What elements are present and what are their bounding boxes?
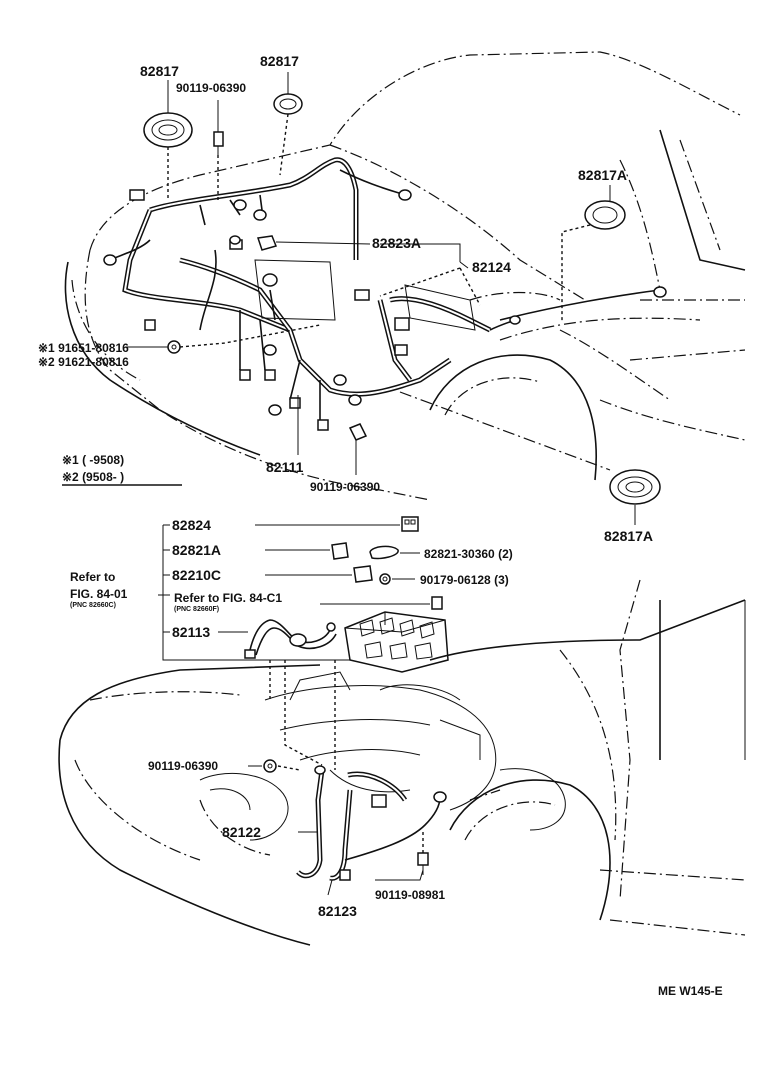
label-82123: 82123 [318, 903, 357, 919]
cover-82210C-icon [353, 565, 373, 583]
bolt-90119-bottom-icon [348, 423, 368, 441]
bolt-90119-top-icon [213, 131, 224, 155]
label-82817A-lower: 82817A [604, 528, 653, 544]
label-90179-06128: 90179-06128 (3) [420, 573, 509, 587]
grommet-82817-left-icon [143, 112, 193, 148]
label-ref1-91651: ※1 91651-80816 [38, 341, 129, 355]
labels: 82817 90119-06390 82817 82817A 82823A 82… [38, 53, 723, 998]
label-90119-06390-bottom: 90119-06390 [310, 480, 380, 494]
refer-left-line2: FIG. 84-01 [70, 587, 128, 601]
screw-91651-icon [167, 340, 181, 354]
clamp-82823A-icon [257, 235, 278, 251]
label-90119-06390-lower: 90119-06390 [148, 759, 218, 773]
label-90119-06390-top: 90119-06390 [176, 81, 246, 95]
cable-82113-icon [244, 619, 337, 659]
grommet-82817A-lower-icon [609, 469, 661, 505]
label-82817-top: 82817 [260, 53, 299, 69]
label-82821-30360: 82821-30360 (2) [424, 547, 513, 561]
label-82817-left: 82817 [140, 63, 179, 79]
footer-code: ME W145-E [658, 984, 723, 998]
upper-car-body [64, 51, 746, 501]
label-82113: 82113 [172, 624, 210, 640]
relay-f-icon [431, 596, 443, 610]
legend-line-2: ※2 (9508- ) [62, 470, 124, 484]
refer-right-pnc: (PNC 82660F) [174, 606, 219, 613]
grommet-82817-top-icon [273, 93, 303, 115]
refer-right-line1: Refer to FIG. 84-C1 [174, 591, 282, 605]
junction-block-icon [344, 611, 449, 673]
label-82824: 82824 [172, 517, 211, 533]
lower-car-body [58, 579, 746, 946]
grommet-82817A-right-icon [584, 200, 626, 230]
label-ref2-91621: ※2 91621-80816 [38, 355, 129, 369]
nut-90179-icon [379, 573, 391, 585]
lower-cables [296, 765, 447, 881]
label-82817A-right: 82817A [578, 167, 627, 183]
refer-left-line1: Refer to [70, 570, 115, 584]
label-82111: 82111 [266, 459, 304, 475]
label-82122: 82122 [222, 824, 261, 840]
label-82821A: 82821A [172, 542, 221, 558]
upper-leader-lines [125, 72, 636, 525]
label-90119-08981: 90119-08981 [375, 888, 445, 902]
fuse-82821-30360-icon [369, 545, 399, 560]
lower-leader-lines [248, 660, 424, 896]
main-wire-harness [103, 157, 667, 431]
legend-line-1: ※1 ( -9508) [62, 453, 124, 467]
label-82823A: 82823A [372, 235, 421, 251]
relay-82824-icon [401, 516, 419, 532]
fuse-82821A-icon [331, 542, 349, 560]
refer-left-pnc: (PNC 82660C) [70, 602, 116, 609]
label-82124: 82124 [472, 259, 511, 275]
bolt-90119-06390-lower-icon [263, 759, 277, 773]
label-82210C: 82210C [172, 567, 221, 583]
